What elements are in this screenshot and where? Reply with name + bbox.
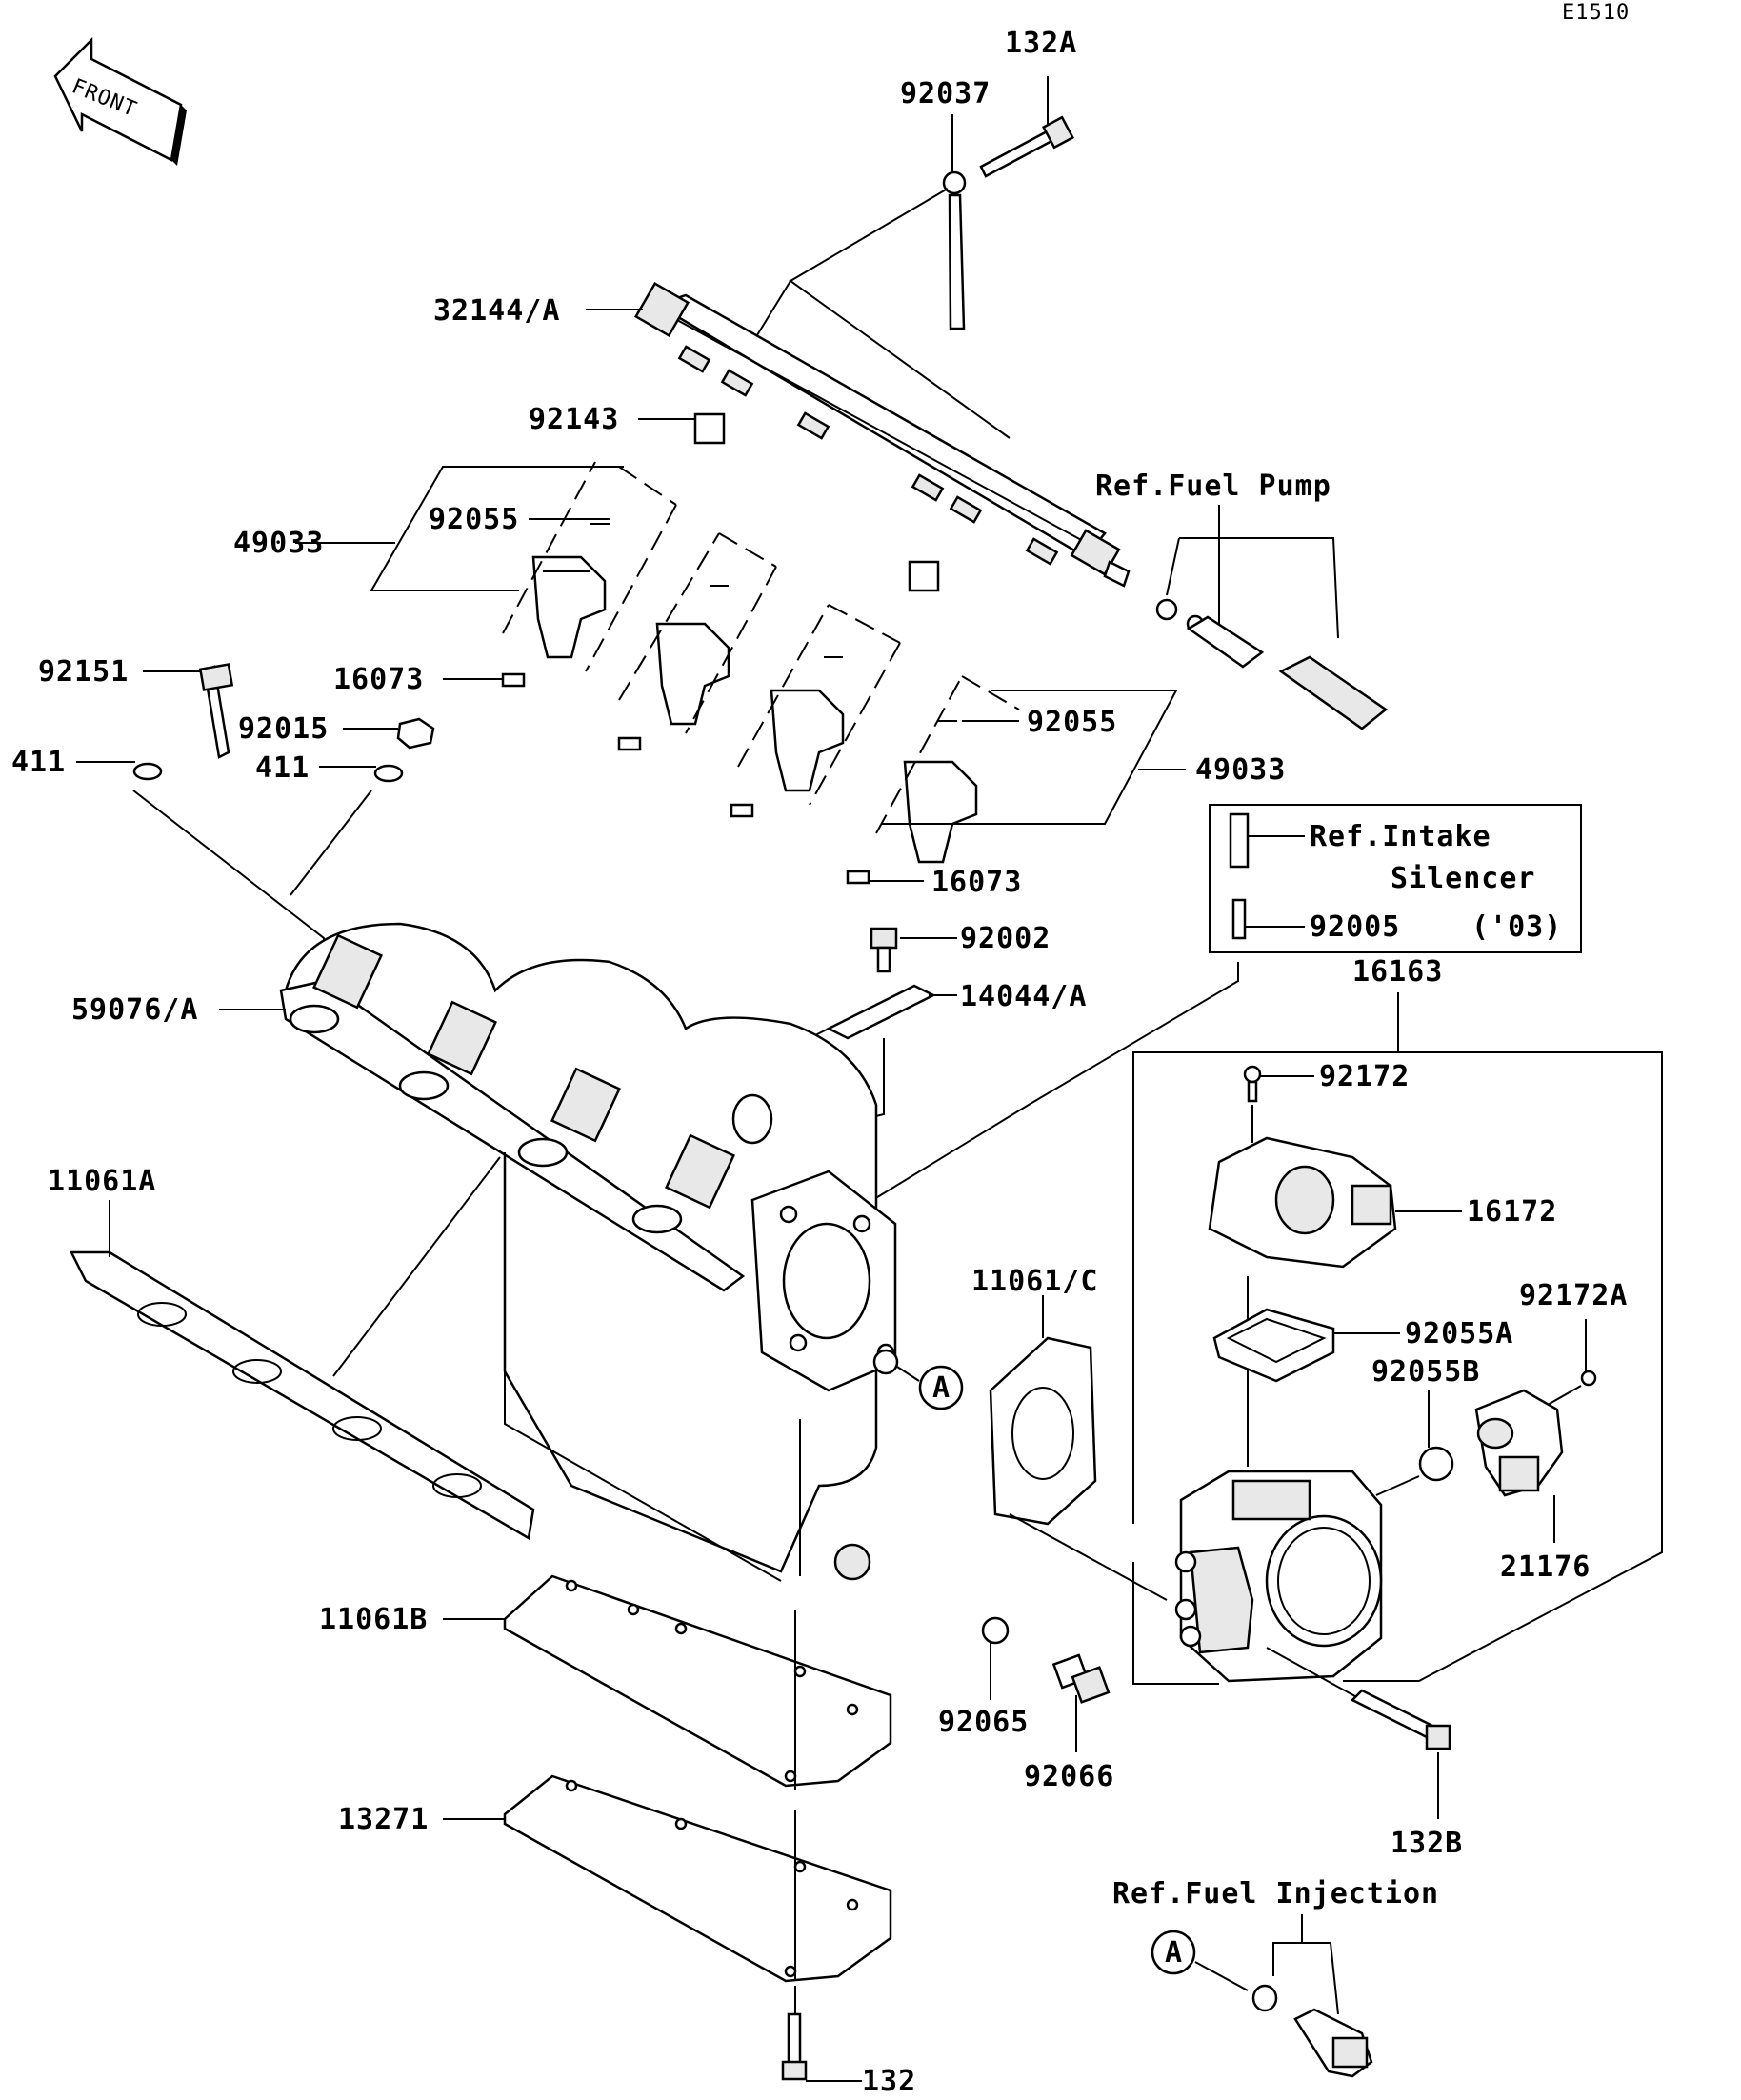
washer-411-right: [373, 764, 404, 783]
label-32144A: 32144/A: [433, 294, 560, 328]
ref-fuel-injection: Ref.Fuel Injection: [1112, 1877, 1439, 1910]
label-92002: 92002: [960, 922, 1051, 955]
year-03: ('03): [1471, 910, 1562, 944]
diagram-id: E1510: [1562, 1, 1630, 25]
bracket-14044A: [809, 984, 936, 1040]
label-92055-left: 92055: [429, 503, 519, 536]
label-16163: 16163: [1352, 955, 1443, 989]
ref-intake-box: [1209, 804, 1582, 953]
spacer-92143b: [908, 560, 940, 592]
nut-92015: [396, 717, 435, 750]
intake-manifold-59076A: [279, 922, 899, 1581]
throttle-body: [1174, 1470, 1383, 1683]
label-92055B: 92055B: [1371, 1355, 1480, 1389]
spacer-92143: [693, 412, 726, 445]
label-92151: 92151: [38, 655, 129, 689]
plug-92066: [1051, 1653, 1111, 1704]
washer-411-left: [132, 762, 163, 781]
o-ring-16073: [501, 672, 526, 688]
tps-sensor-21176: [1474, 1389, 1564, 1497]
fuel-pump-hose: [1155, 598, 1389, 730]
label-92037: 92037: [900, 77, 991, 110]
gasket-11061A: [69, 1250, 535, 1540]
label-132: 132: [862, 2065, 916, 2098]
gasket-11061B: [503, 1574, 892, 1788]
label-16172: 16172: [1467, 1195, 1557, 1229]
injector-1: [502, 461, 677, 672]
fuel-rail-32144A: [633, 281, 1131, 588]
screw-92172: [1243, 1065, 1262, 1103]
clamp-92037: [942, 114, 967, 330]
o-ring-92055B: [1418, 1446, 1454, 1482]
ref-fuel-pump: Ref.Fuel Pump: [1095, 470, 1331, 503]
bolt-92151: [143, 663, 234, 759]
label-59076A: 59076/A: [71, 993, 198, 1027]
label-16073-right: 16073: [931, 866, 1022, 899]
injector-3: [737, 604, 901, 806]
gasket-11061C: [989, 1336, 1097, 1526]
sensor-16172: [1208, 1136, 1397, 1269]
label-92066: 92066: [1024, 1760, 1114, 1793]
o-ring-16073d: [846, 870, 870, 885]
label-16073-left: 16073: [333, 663, 424, 696]
label-92005: 92005: [1310, 910, 1400, 944]
bolt-132B: [1350, 1689, 1451, 1750]
label-11061A: 11061A: [48, 1165, 156, 1198]
label-13271: 13271: [338, 1803, 429, 1836]
label-132B: 132B: [1391, 1827, 1463, 1860]
label-92172A: 92172A: [1519, 1279, 1628, 1312]
o-ring-16073c: [730, 803, 754, 818]
label-132A: 132A: [1005, 27, 1077, 60]
label-49033-left: 49033: [233, 527, 324, 560]
temp-sensor: [1293, 2008, 1373, 2078]
marker-A2-text: A: [1165, 1936, 1183, 1970]
label-92055-right: 92055: [1027, 706, 1117, 739]
label-92015: 92015: [238, 712, 329, 746]
label-14044A: 14044/A: [960, 980, 1087, 1013]
label-411-left: 411: [11, 746, 66, 779]
label-11061C: 11061/C: [971, 1265, 1098, 1298]
label-92143: 92143: [529, 403, 619, 436]
marker-A-text: A: [932, 1371, 951, 1405]
label-11061B: 11061B: [319, 1603, 428, 1636]
washer-injection: [1251, 1984, 1278, 2012]
pin-92005: [1231, 898, 1247, 940]
label-21176: 21176: [1500, 1550, 1591, 1584]
plate-13271: [503, 1774, 892, 1983]
injector-2: [618, 532, 777, 734]
o-ring-16073b: [617, 736, 642, 751]
label-411-right: 411: [255, 751, 310, 785]
gasket-92055A: [1212, 1308, 1335, 1383]
washer-92065: [981, 1616, 1010, 1645]
marker-A-injection: [1151, 1930, 1196, 1975]
label-49033-right: 49033: [1195, 753, 1286, 787]
ref-intake-line2: Silencer: [1391, 862, 1536, 895]
screw-92172A: [1580, 1370, 1597, 1387]
marker-A-manifold: [918, 1365, 964, 1410]
label-92065: 92065: [938, 1706, 1029, 1739]
ref-intake-line1: Ref.Intake: [1310, 820, 1491, 853]
injector-4: [875, 675, 1020, 864]
intake-pipe: [1229, 812, 1250, 869]
bolt-132A: [979, 76, 1075, 178]
front-arrow-icon: FRONT: [53, 36, 187, 166]
label-92172: 92172: [1319, 1060, 1410, 1093]
label-92055A: 92055A: [1405, 1317, 1513, 1350]
bolt-92002: [870, 927, 898, 973]
bolt-132: [781, 2012, 808, 2081]
